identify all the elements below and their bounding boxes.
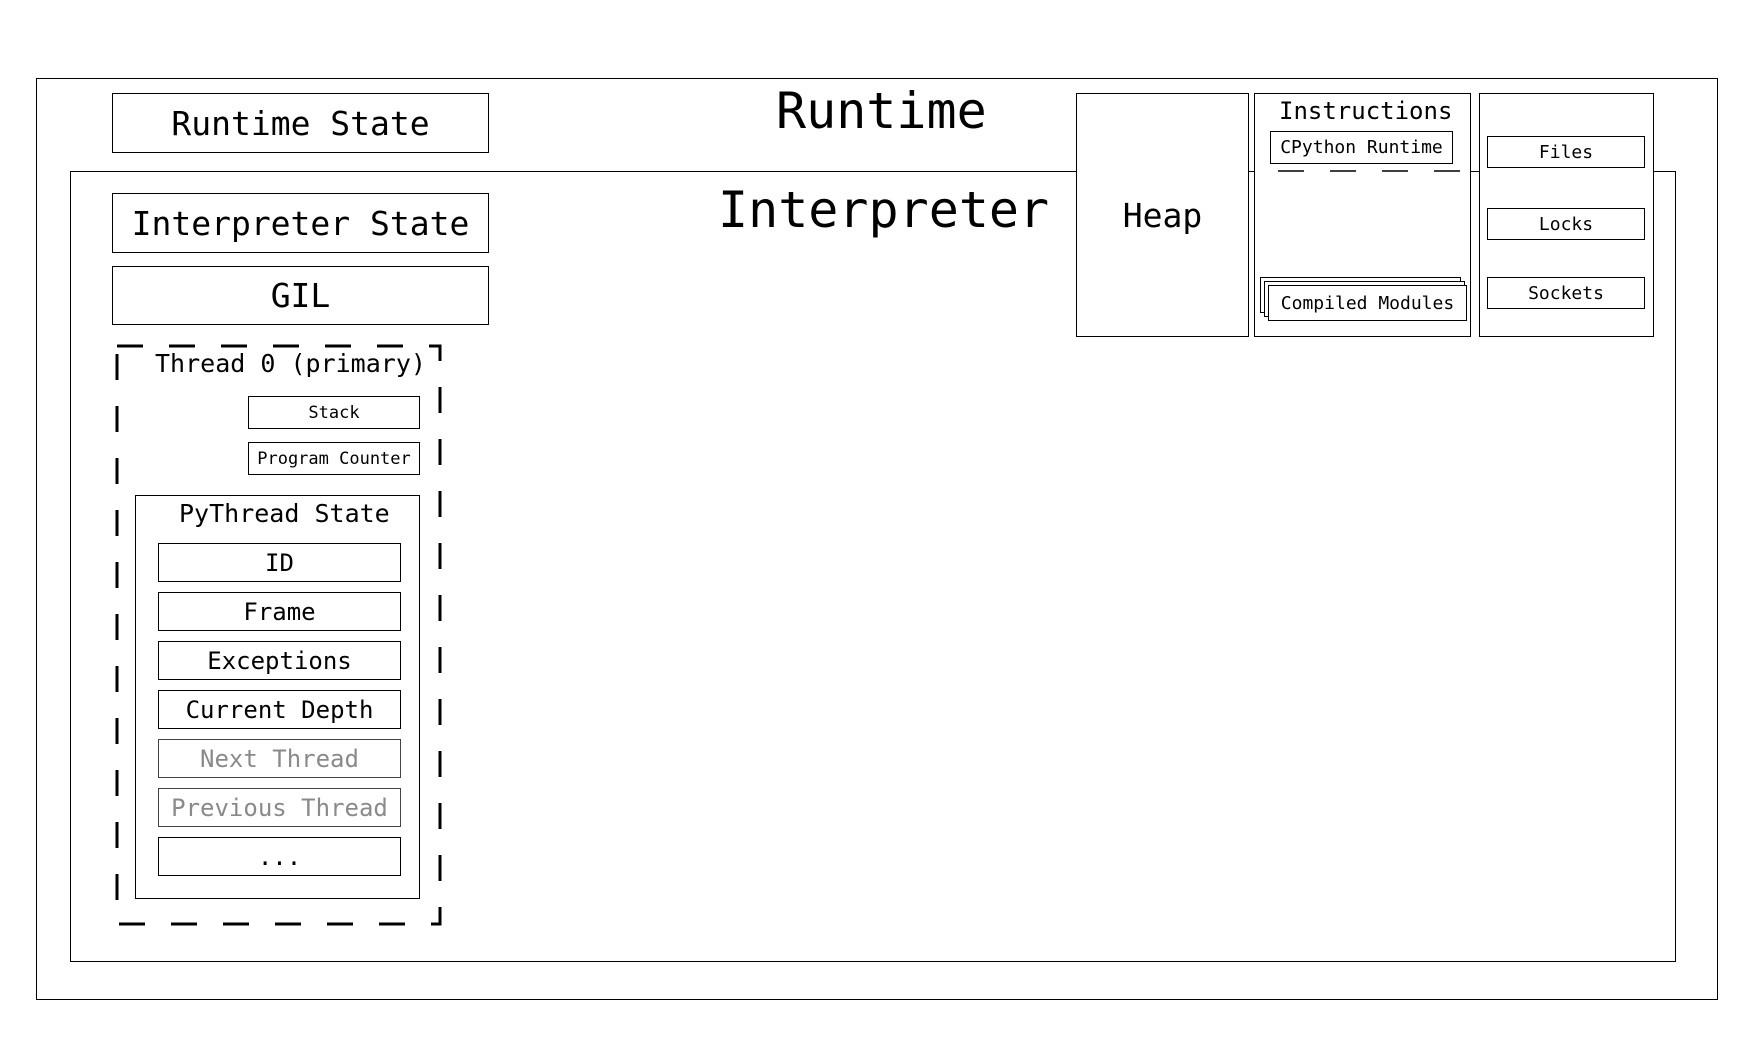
pythread-field-label: Frame	[243, 597, 316, 626]
pythread-field-next-thread: Next Thread	[158, 739, 401, 778]
cpython-runtime-label: CPython Runtime	[1280, 137, 1443, 158]
gil-label: GIL	[270, 276, 331, 315]
gil-box: GIL	[112, 266, 489, 325]
pythread-field-label: Exceptions	[207, 646, 352, 675]
cpython-runtime-box: CPython Runtime	[1270, 131, 1453, 164]
pythread-field-label: Next Thread	[200, 744, 359, 773]
pythread-state-title: PyThread State	[179, 499, 390, 528]
pythread-field-current-depth: Current Depth	[158, 690, 401, 729]
locks-box: Locks	[1487, 208, 1645, 240]
program-counter-label: Program Counter	[257, 448, 411, 469]
pythread-field-label: Current Depth	[185, 695, 374, 724]
instructions-title: Instructions	[1279, 97, 1453, 125]
pythread-field-label: ID	[265, 548, 294, 577]
interpreter-state-label: Interpreter State	[131, 203, 470, 243]
runtime-title: Runtime	[776, 82, 987, 140]
pythread-field-previous-thread: Previous Thread	[158, 788, 401, 827]
files-label: Files	[1538, 141, 1594, 163]
pythread-field-label: ...	[257, 842, 302, 871]
heap-label: Heap	[1122, 195, 1203, 235]
pythread-field-label: Previous Thread	[171, 793, 388, 822]
compiled-modules-label: Compiled Modules	[1280, 292, 1455, 314]
stack-label: Stack	[308, 402, 360, 423]
pythread-field-ellipsis: ...	[158, 837, 401, 876]
pythread-state-box	[135, 495, 420, 899]
sockets-box: Sockets	[1487, 277, 1645, 309]
pythread-field-id: ID	[158, 543, 401, 582]
runtime-container	[36, 78, 1718, 1000]
runtime-state-label: Runtime State	[171, 103, 430, 143]
program-counter-box: Program Counter	[248, 442, 420, 475]
pythread-field-frame: Frame	[158, 592, 401, 631]
runtime-state-box: Runtime State	[112, 93, 489, 153]
pythread-field-exceptions: Exceptions	[158, 641, 401, 680]
stack-box: Stack	[248, 396, 420, 429]
thread-title: Thread 0 (primary)	[155, 349, 426, 378]
files-box: Files	[1487, 136, 1645, 168]
heap-box: Heap	[1076, 93, 1249, 337]
locks-label: Locks	[1538, 213, 1594, 235]
interpreter-container	[70, 171, 1676, 962]
compiled-modules-box: Compiled Modules	[1268, 285, 1467, 321]
interpreter-state-box: Interpreter State	[112, 193, 489, 253]
sockets-label: Sockets	[1528, 282, 1604, 304]
interpreter-title: Interpreter	[718, 181, 1050, 239]
